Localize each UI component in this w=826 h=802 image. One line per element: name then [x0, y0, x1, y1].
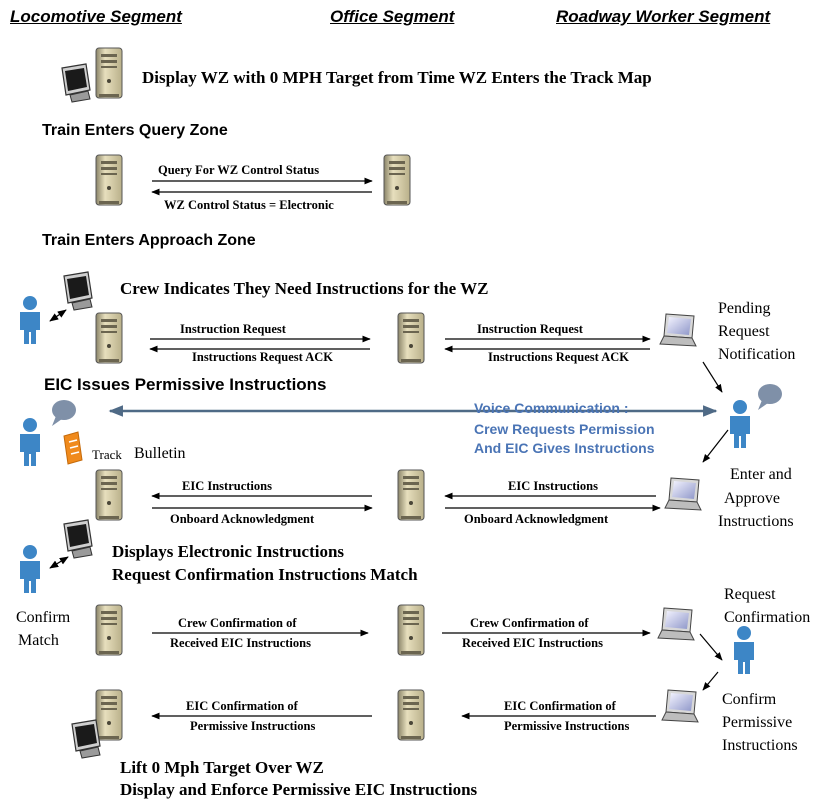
msg-crew-conf-left-2: Received EIC Instructions	[170, 636, 311, 650]
label-track: Track	[92, 447, 122, 462]
server-icon	[383, 154, 411, 206]
msg-eic-conf-right-2: Permissive Instructions	[504, 719, 630, 733]
server-icon	[95, 312, 123, 364]
person-icon	[20, 418, 40, 466]
monitor-icon	[71, 719, 101, 759]
msg-status-electronic: WZ Control Status = Electronic	[164, 198, 334, 212]
person-icon	[20, 296, 40, 344]
msg-instr-ack-right: Instructions Request ACK	[488, 350, 629, 364]
msg-onboard-ack-right: Onboard Acknowledgment	[464, 512, 609, 526]
step-lift-target: Lift 0 Mph Target Over WZ	[120, 758, 324, 777]
label-pending-1: Pending	[718, 300, 771, 317]
msg-instr-request-right: Instruction Request	[477, 322, 583, 336]
laptop-icon	[659, 313, 697, 347]
msg-crew-conf-right-2: Received EIC Instructions	[462, 636, 603, 650]
step-displays-electronic: Displays Electronic Instructions	[112, 542, 345, 561]
msg-crew-conf-left-1: Crew Confirmation of	[178, 616, 297, 630]
label-confirm-match-1: Confirm	[16, 609, 71, 626]
step-display-wz: Display WZ with 0 MPH Target from Time W…	[142, 68, 652, 87]
label-enter-1: Enter and	[730, 466, 792, 483]
step-display-enforce: Display and Enforce Permissive EIC Instr…	[120, 780, 478, 799]
server-icon	[95, 469, 123, 521]
label-enter-2: Approve	[724, 490, 780, 507]
label-confirm-perm-2: Permissive	[722, 714, 793, 731]
person-icon	[20, 545, 40, 593]
label-confirm-match-2: Match	[18, 632, 59, 649]
label-pending-3: Notification	[718, 346, 796, 363]
person-icon	[734, 626, 754, 674]
msg-crew-conf-right-1: Crew Confirmation of	[470, 616, 589, 630]
monitor-icon	[63, 519, 93, 559]
speech-bubble-icon	[52, 400, 76, 426]
server-icon	[397, 469, 425, 521]
header-roadway-worker-segment: Roadway Worker Segment	[556, 7, 771, 26]
server-icon	[95, 604, 123, 656]
label-confirm-perm-3: Instructions	[722, 737, 798, 754]
msg-eic-instr-right: EIC Instructions	[508, 479, 598, 493]
step-eic-issues: EIC Issues Permissive Instructions	[44, 375, 327, 394]
msg-eic-conf-right-1: EIC Confirmation of	[504, 699, 616, 713]
msg-onboard-ack-left: Onboard Acknowledgment	[170, 512, 315, 526]
laptop-icon	[657, 607, 695, 641]
label-bulletin: Bulletin	[134, 445, 186, 462]
step-approach-zone: Train Enters Approach Zone	[42, 232, 256, 249]
header-office-segment: Office Segment	[330, 7, 455, 26]
server-icon	[95, 47, 123, 99]
label-pending-2: Request	[718, 323, 770, 340]
server-icon	[95, 154, 123, 206]
msg-eic-instr-left: EIC Instructions	[182, 479, 272, 493]
monitor-icon	[61, 63, 91, 103]
bulletin-icon	[63, 431, 83, 465]
server-icon	[397, 689, 425, 741]
voice-line-1: Voice Communication :	[474, 400, 629, 416]
person-icon	[730, 400, 750, 448]
monitor-icon	[63, 271, 93, 311]
step-query-zone: Train Enters Query Zone	[42, 122, 228, 139]
msg-query-status: Query For WZ Control Status	[158, 163, 320, 177]
label-confirm-perm-1: Confirm	[722, 691, 777, 708]
voice-line-3: And EIC Gives Instructions	[474, 440, 655, 456]
label-request-conf-1: Request	[724, 586, 776, 603]
laptop-icon	[661, 689, 699, 723]
msg-instr-request-left: Instruction Request	[180, 322, 286, 336]
msg-instr-ack-left: Instructions Request ACK	[192, 350, 333, 364]
header-locomotive-segment: Locomotive Segment	[10, 7, 182, 26]
server-icon	[95, 689, 123, 741]
label-enter-3: Instructions	[718, 513, 794, 530]
speech-bubble-icon	[758, 384, 782, 410]
server-icon	[397, 312, 425, 364]
step-request-confirmation-match: Request Confirmation Instructions Match	[112, 565, 418, 584]
label-request-conf-2: Confirmation	[724, 609, 811, 626]
step-crew-indicates: Crew Indicates They Need Instructions fo…	[120, 279, 489, 298]
msg-eic-conf-left-2: Permissive Instructions	[190, 719, 316, 733]
server-icon	[397, 604, 425, 656]
laptop-icon	[664, 477, 702, 511]
msg-eic-conf-left-1: EIC Confirmation of	[186, 699, 298, 713]
voice-line-2: Crew Requests Permission	[474, 421, 655, 437]
